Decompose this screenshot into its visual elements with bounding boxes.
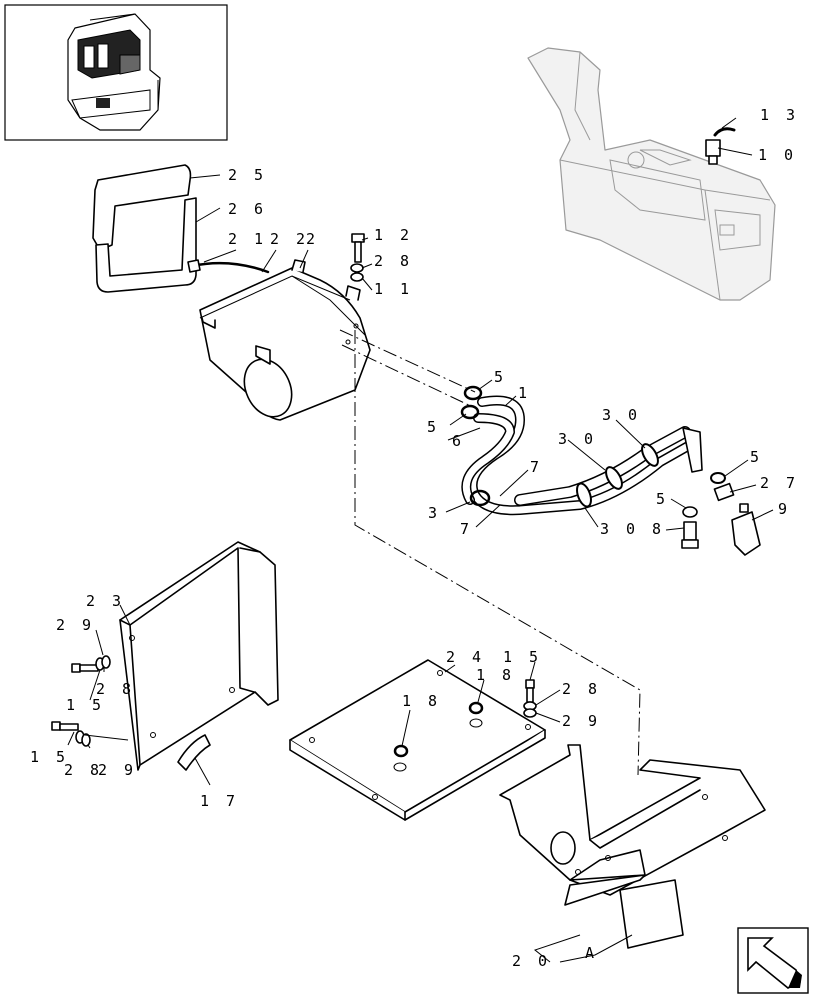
callout-29-b: 2 9 — [98, 761, 137, 779]
callout-26: 2 6 — [228, 200, 267, 218]
callout-13: 1 3 — [760, 106, 799, 124]
bolt-15-lower[interactable] — [51, 721, 91, 747]
callout-20: 2 0 — [512, 952, 551, 970]
callout-labels: 1 3 1 0 2 5 2 6 2 1 2 2 2 1 2 2 8 1 1 5 … — [30, 106, 799, 970]
leader-lines — [67, 117, 774, 963]
grommet-18-b[interactable] — [468, 701, 484, 715]
grommet-18-a[interactable] — [393, 744, 409, 758]
heater-box-2[interactable] — [199, 259, 371, 424]
callout-28-b: 2 8 — [96, 680, 135, 698]
clamp-3[interactable] — [469, 489, 491, 507]
callout-28-c: 2 8 — [64, 761, 103, 779]
floor-plate-24[interactable] — [289, 659, 546, 821]
cab-thumbnail-icon[interactable] — [4, 4, 228, 141]
callout-9: 9 — [778, 500, 791, 518]
callout-5-a: 5 — [494, 368, 507, 386]
clip-13[interactable] — [713, 127, 736, 137]
assembly-line-a — [354, 330, 641, 776]
callout-10: 1 0 — [758, 146, 797, 164]
assembly-line-c — [341, 344, 476, 409]
gasket-25-26[interactable] — [92, 164, 197, 293]
callout-29-c: 2 9 — [562, 712, 601, 730]
callout-12: 1 2 — [374, 226, 413, 244]
bolt-12[interactable] — [351, 233, 365, 263]
seal-17[interactable] — [177, 734, 211, 771]
callout-25: 2 5 — [228, 166, 267, 184]
callout-2: 2 — [306, 230, 319, 248]
callout-5-b: 5 — [427, 418, 440, 436]
callout-17: 1 7 — [200, 792, 239, 810]
clamp-5-a[interactable] — [463, 385, 483, 401]
callout-24: 2 4 — [446, 648, 485, 666]
fitting-8[interactable] — [681, 506, 699, 549]
callout-28-d: 2 8 — [562, 680, 601, 698]
callout-5-d: 5 — [656, 490, 669, 508]
callout-22: 2 2 — [270, 230, 309, 248]
clamp-30-group[interactable] — [574, 442, 661, 509]
washer-28-top[interactable] — [350, 263, 364, 273]
callout-28-top: 2 8 — [374, 252, 413, 270]
callout-21: 2 1 — [228, 230, 267, 248]
callout-1: 1 — [518, 384, 531, 402]
assembly-line-b — [339, 329, 476, 393]
connector-10[interactable] — [705, 139, 721, 165]
prev-page-arrow-icon[interactable] — [737, 927, 809, 994]
callout-15-c: 1 5 — [503, 648, 542, 666]
callout-30-a: 3 0 — [602, 406, 641, 424]
console-reference — [527, 47, 776, 301]
callout-29-a: 2 9 — [56, 616, 95, 634]
bracket-20[interactable] — [499, 744, 766, 949]
callout-7-b: 7 — [460, 520, 473, 538]
clamp-21[interactable] — [187, 259, 201, 273]
callout-15-b: 1 5 — [30, 748, 69, 766]
bolt-15-upper[interactable] — [71, 655, 111, 673]
callout-8: 8 — [652, 520, 665, 538]
hose-21[interactable] — [190, 261, 270, 274]
callout-23: 2 3 — [86, 592, 125, 610]
callout-30-c: 3 0 — [600, 520, 639, 538]
callout-30-b: 3 0 — [558, 430, 597, 448]
bolt-15-right[interactable] — [523, 679, 537, 718]
callout-7-a: 7 — [530, 458, 543, 476]
callout-5-c: 5 — [750, 448, 763, 466]
callout-18-a: 1 8 — [402, 692, 441, 710]
cover-23[interactable] — [119, 541, 279, 771]
callout-6: 6 — [452, 432, 465, 450]
callout-3: 3 — [428, 504, 441, 522]
callout-15-a: 1 5 — [66, 696, 105, 714]
callout-A: A — [585, 944, 598, 962]
callout-18-b: 1 8 — [476, 666, 515, 684]
sensor-9[interactable] — [731, 503, 761, 556]
callout-27: 2 7 — [760, 474, 799, 492]
callout-11: 1 1 — [374, 280, 413, 298]
clamp-5-b[interactable] — [460, 404, 480, 420]
washer-11[interactable] — [350, 272, 364, 282]
fitting-5-27[interactable] — [710, 472, 735, 502]
